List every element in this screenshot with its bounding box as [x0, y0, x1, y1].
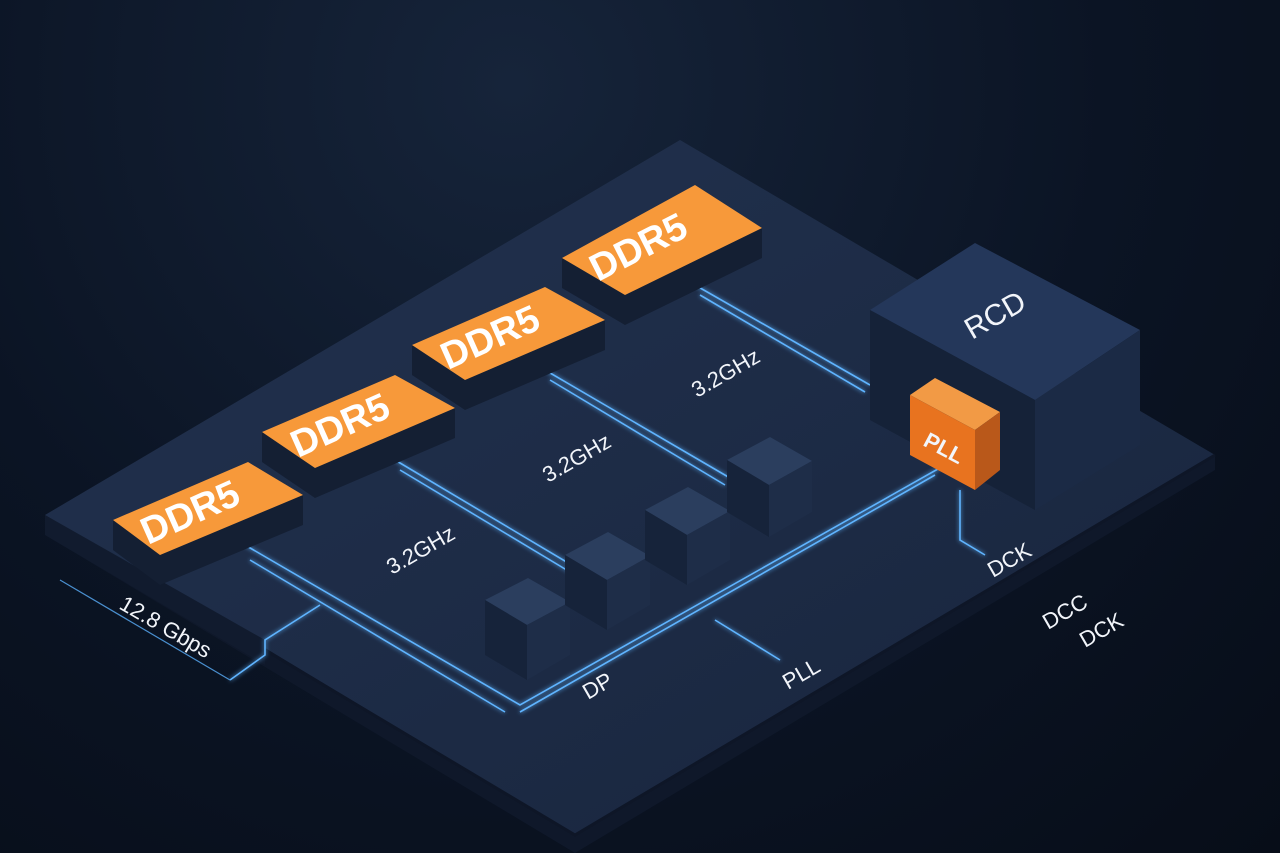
component-cube [645, 487, 730, 585]
component-cube [727, 437, 812, 537]
signal-traces [59, 284, 986, 713]
component-cube [485, 578, 570, 680]
component-cube [565, 532, 650, 630]
ddr5-chip: DDR5 [262, 375, 455, 498]
small-components [485, 437, 812, 680]
pll-chip: PLL [910, 378, 1000, 490]
